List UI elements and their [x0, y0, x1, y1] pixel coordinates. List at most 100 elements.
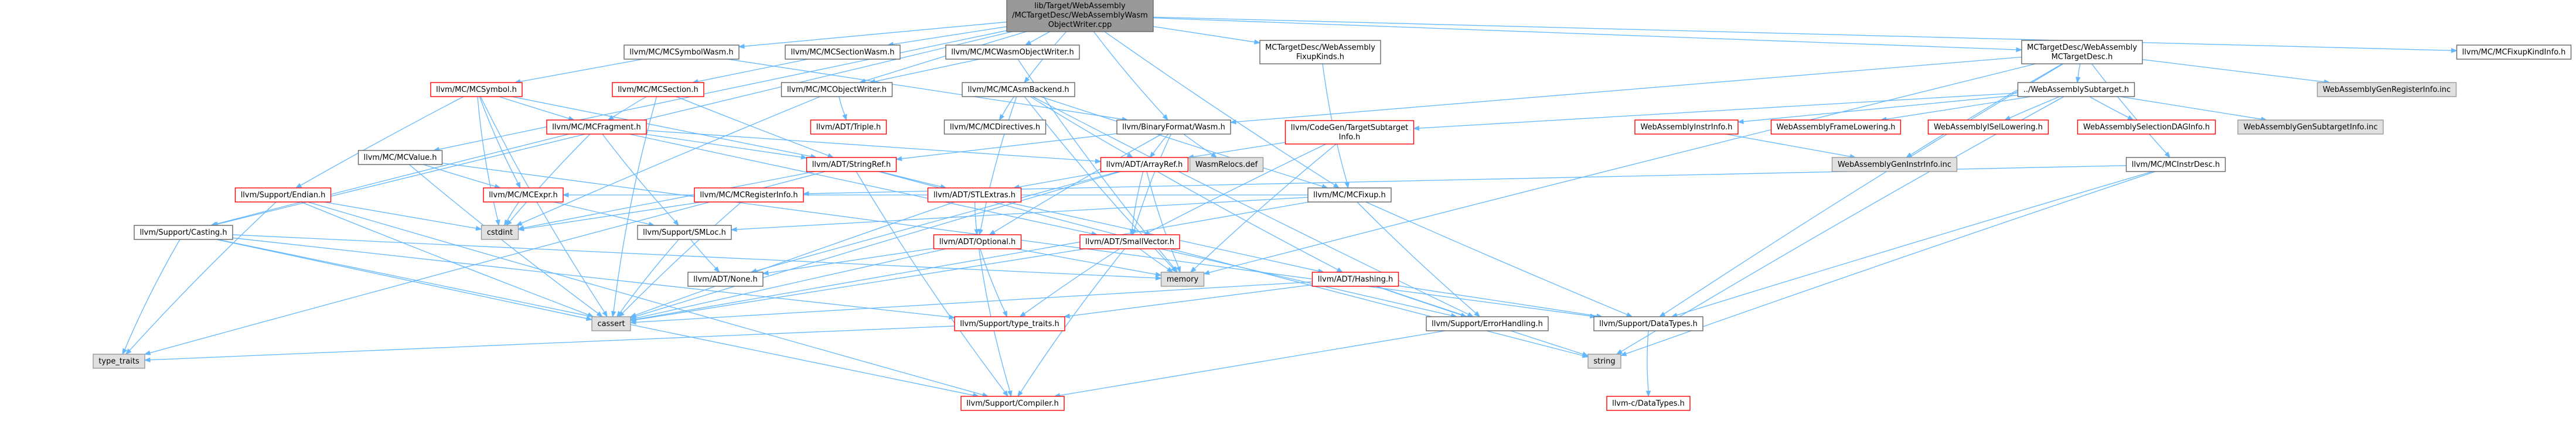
edge-mcfixup-to-smloc — [730, 197, 1309, 232]
node-mcfixup[interactable]: llvm/MC/MCFixup.h — [1307, 187, 1392, 203]
edge-smallvector-to-errorhandling — [1160, 248, 1458, 318]
node-label: llvm/Support/DataTypes.h — [1599, 320, 1698, 328]
edge-typetraits-to-type_traits — [144, 325, 955, 362]
node-subtarget[interactable]: ../WebAssemblySubtarget.h — [2017, 82, 2135, 97]
node-label: llvm/MC/MCSectionWasm.h — [790, 48, 894, 57]
node-label: llvm/MC/MCRegisterInfo.h — [700, 191, 798, 200]
node-label: llvm/Support/Compiler.h — [966, 399, 1058, 408]
node-hashing[interactable]: llvm/ADT/Hashing.h — [1311, 272, 1399, 287]
edge-endian-to-compiler — [307, 201, 989, 398]
node-box — [234, 187, 332, 203]
node-label: llvm/MC/MCAsmBackend.h — [967, 85, 1069, 94]
node-label: llvm-c/DataTypes.h — [1612, 399, 1685, 408]
node-wasmrelocs: WasmRelocs.def — [1189, 157, 1264, 172]
edge-root-to-mcfixup — [1104, 31, 1340, 189]
node-mcexpr[interactable]: llvm/MC/MCExpr.h — [483, 187, 564, 203]
node-isellow[interactable]: WebAssemblyISelLowering.h — [1927, 119, 2049, 135]
node-box — [694, 187, 804, 203]
node-objw[interactable]: llvm/MC/MCObjectWriter.h — [781, 82, 893, 97]
node-wasmobjw[interactable]: llvm/MC/MCWasmObjectWriter.h — [945, 44, 1080, 60]
edge-root-to-fixupkinds — [1153, 26, 1261, 44]
node-box — [591, 316, 631, 331]
node-triple[interactable]: llvm/ADT/Triple.h — [810, 119, 887, 135]
edge-binformat-to-arrayref — [1149, 133, 1169, 159]
edge-mctd-to-genreginfo — [2142, 59, 2330, 85]
node-secwasm[interactable]: llvm/MC/MCSectionWasm.h — [785, 44, 901, 60]
edge-arrayref-to-smallvector — [1129, 171, 1144, 236]
node-framelow[interactable]: WebAssemblyFrameLowering.h — [1770, 119, 1902, 135]
node-arrayref[interactable]: llvm/ADT/ArrayRef.h — [1100, 157, 1189, 172]
node-datatypes[interactable]: llvm/Support/DataTypes.h — [1593, 316, 1703, 331]
node-mcsection[interactable]: llvm/MC/MCSection.h — [612, 82, 704, 97]
node-casting[interactable]: llvm/Support/Casting.h — [134, 225, 233, 240]
node-compiler[interactable]: llvm/Support/Compiler.h — [960, 396, 1065, 411]
node-box — [2077, 119, 2216, 135]
edge-mcexpr-to-cstdint — [503, 201, 520, 227]
node-asmbackend[interactable]: llvm/MC/MCAsmBackend.h — [962, 82, 1075, 97]
node-typetraits[interactable]: llvm/Support/type_traits.h — [954, 316, 1065, 331]
node-label: llvm/MC/MCFragment.h — [552, 123, 640, 132]
node-instrinfo[interactable]: WebAssemblyInstrInfo.h — [1634, 119, 1739, 135]
edge-mcsection-to-stringref — [676, 96, 834, 158]
node-label: llvm/BinaryFormat/Wasm.h — [1122, 123, 1225, 132]
node-box — [1160, 272, 1205, 287]
node-memory: memory — [1160, 272, 1205, 287]
edge-smallvector-to-memory — [1139, 248, 1174, 273]
node-root[interactable]: lib/Target/WebAssembly/MCTargetDesc/WebA… — [1006, 0, 1154, 32]
node-mcvalue[interactable]: llvm/MC/MCValue.h — [357, 150, 443, 165]
node-box — [1831, 157, 1958, 172]
node-box — [1770, 119, 1902, 135]
node-fixupkindinfo[interactable]: llvm/MC/MCFixupKindInfo.h — [2456, 44, 2572, 60]
edge-arrayref-to-hashing — [1157, 171, 1344, 273]
edge-mctd-to-memory — [1203, 63, 2036, 275]
node-label: llvm/MC/MCSymbol.h — [436, 85, 517, 94]
edge-subtarget-to-gensubtarget — [2120, 96, 2268, 122]
node-errorhandling[interactable]: llvm/Support/ErrorHandling.h — [1426, 316, 1549, 331]
node-mcinstrdesc[interactable]: llvm/MC/MCInstrDesc.h — [2125, 157, 2226, 172]
edge-casting-to-memory — [232, 234, 1162, 281]
edge-mcreginfo-to-cassert — [618, 201, 742, 317]
node-none[interactable]: llvm/ADT/None.h — [687, 272, 764, 287]
edge-mcsymbol-to-fragment — [499, 96, 575, 121]
node-symwasm[interactable]: llvm/MC/MCSymbolWasm.h — [623, 44, 740, 60]
edge-endian-to-type_traits — [125, 201, 277, 355]
node-label: WebAssemblyFrameLowering.h — [1777, 123, 1896, 132]
node-label: /MCTargetDesc/WebAssemblyWasm — [1012, 11, 1148, 20]
edge-stlextras-to-cassert — [629, 201, 955, 318]
node-stlextras[interactable]: llvm/ADT/STLExtras.h — [927, 187, 1022, 203]
node-box — [810, 119, 887, 135]
node-cassert: cassert — [591, 316, 631, 331]
edge-optional-to-typetraits — [980, 248, 1007, 318]
node-cdatatypes[interactable]: llvm-c/DataTypes.h — [1606, 396, 1691, 411]
node-label: WebAssemblyGenInstrInfo.inc — [1838, 160, 1951, 169]
node-smallvector[interactable]: llvm/ADT/SmallVector.h — [1079, 234, 1180, 249]
edge-asmbackend-to-directives — [999, 96, 1015, 121]
node-fragment[interactable]: llvm/MC/MCFragment.h — [546, 119, 647, 135]
edge-mctd-to-mcinstrdesc — [2091, 63, 2170, 159]
node-optional[interactable]: llvm/ADT/Optional.h — [933, 234, 1022, 249]
node-box — [357, 150, 443, 165]
node-label: llvm/ADT/Optional.h — [939, 238, 1016, 246]
node-box — [960, 396, 1065, 411]
node-cstdint: cstdint — [481, 225, 519, 240]
edge-stringref-to-compiler — [856, 171, 1008, 398]
node-box — [546, 119, 647, 135]
node-label: Info.h — [1339, 133, 1361, 142]
node-smloc[interactable]: llvm/Support/SMLoc.h — [637, 225, 732, 240]
edge-mcsection-to-cassert — [611, 96, 657, 318]
node-box — [781, 82, 893, 97]
node-type_traits: type_traits — [93, 354, 145, 369]
node-directives[interactable]: llvm/MC/MCDirectives.h — [943, 119, 1047, 135]
node-mcsymbol[interactable]: llvm/MC/MCSymbol.h — [430, 82, 523, 97]
edge-subtarget-to-cgsubtarget — [1413, 92, 2018, 131]
node-stringref[interactable]: llvm/ADT/StringRef.h — [806, 157, 897, 172]
node-label: llvm/MC/MCDirectives.h — [950, 123, 1040, 132]
node-endian[interactable]: llvm/Support/Endian.h — [234, 187, 332, 203]
node-binformat[interactable]: llvm/BinaryFormat/Wasm.h — [1116, 119, 1231, 135]
node-mcreginfo[interactable]: llvm/MC/MCRegisterInfo.h — [694, 187, 804, 203]
node-selectiondag[interactable]: WebAssemblySelectionDAGInfo.h — [2077, 119, 2216, 135]
node-label: llvm/ADT/SmallVector.h — [1085, 238, 1174, 246]
